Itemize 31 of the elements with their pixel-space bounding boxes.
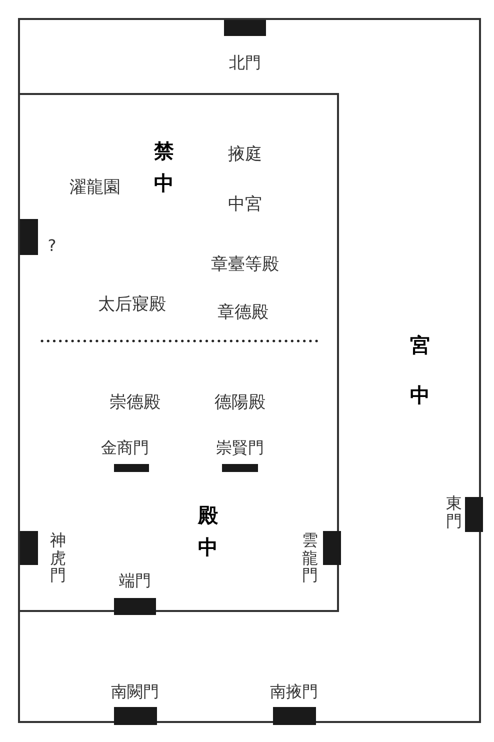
gate-label: 神虎門 <box>50 532 66 584</box>
gate-bar <box>20 531 38 565</box>
hall-label: 崇德殿 <box>110 391 160 414</box>
gate-bar <box>222 464 258 472</box>
gate-bar <box>323 531 341 565</box>
area-title: 宮中 <box>410 332 430 409</box>
gate-bar <box>20 219 38 255</box>
gate-label: 雲龍門 <box>302 532 318 584</box>
gate-bar <box>273 707 316 725</box>
gate-bar <box>224 20 266 36</box>
hall-label: 章臺等殿 <box>211 253 279 276</box>
inner-enclosure <box>18 93 339 612</box>
gate-label: 端門 <box>119 572 151 590</box>
gate-label: 崇賢門 <box>216 439 264 457</box>
gate-bar <box>114 707 157 725</box>
gate-bar <box>114 464 149 472</box>
gate-label: 南闕門 <box>111 683 159 701</box>
hall-label: 太后寢殿 <box>98 293 166 316</box>
gate-label: ? <box>48 237 56 255</box>
palace-outer-wall <box>18 18 481 723</box>
hall-label: 濯龍園 <box>70 176 120 200</box>
gate-label: 北門 <box>229 54 261 72</box>
gate-label: 東門 <box>446 494 462 530</box>
hall-label: 德陽殿 <box>214 391 266 414</box>
gate-label: 南掖門 <box>270 683 318 701</box>
gate-bar <box>465 497 483 532</box>
gate-label: 金商門 <box>101 439 149 457</box>
gate-bar <box>114 598 156 615</box>
hall-label: 中宮 <box>228 193 262 216</box>
hall-label: 章德殿 <box>218 301 268 324</box>
hall-label: 掖庭 <box>228 143 262 166</box>
